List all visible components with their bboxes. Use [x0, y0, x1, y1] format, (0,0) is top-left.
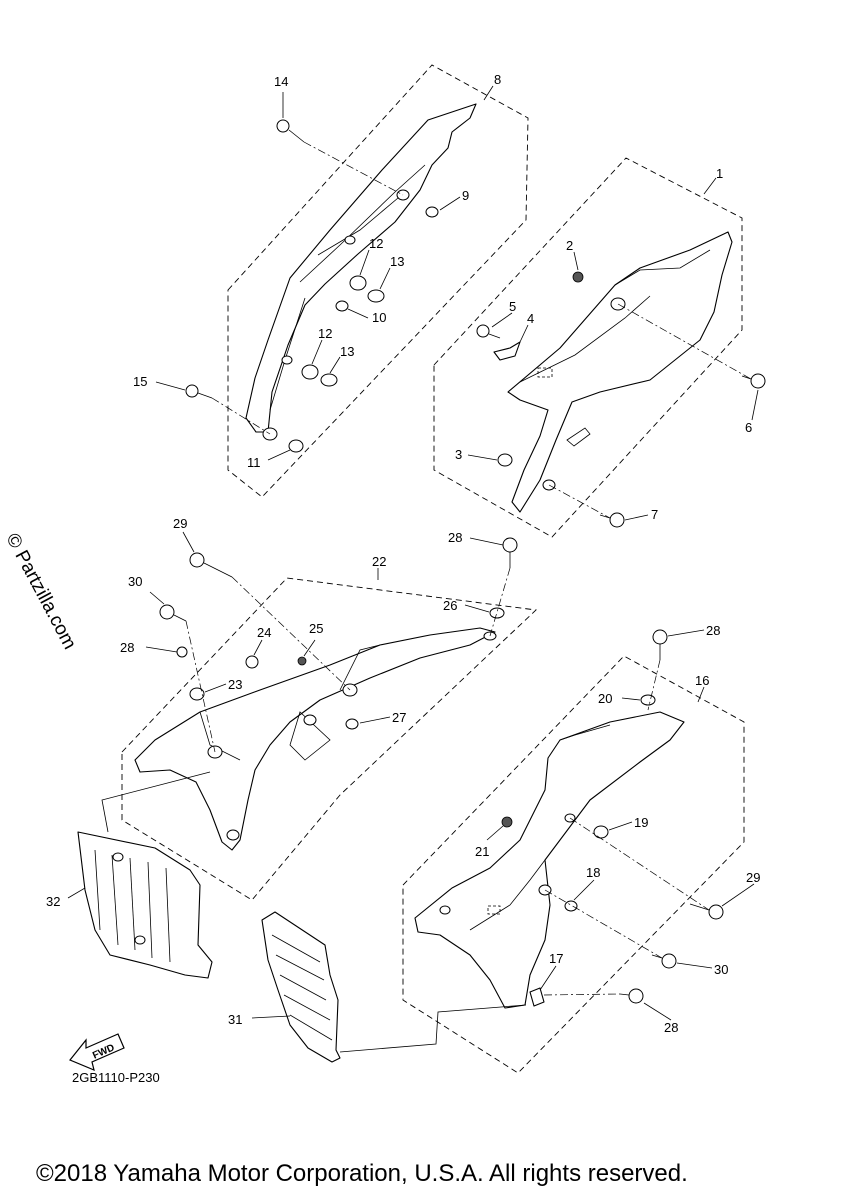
callout-1: 1 [716, 166, 723, 181]
group-box-16 [402, 655, 745, 1074]
callout-30-upper: 30 [128, 574, 142, 589]
connector-32 [101, 771, 211, 833]
callout-30-lower: 30 [714, 962, 728, 977]
radiator-louver-31 [261, 911, 341, 1063]
callout-29-upper: 29 [173, 516, 187, 531]
side-cover-lower-16 [414, 711, 685, 1009]
group-box-1 [433, 157, 743, 538]
callout-27: 27 [392, 710, 406, 725]
callout-leaders [67, 85, 759, 1021]
callout-26: 26 [443, 598, 457, 613]
callout-28-bottom: 28 [664, 1020, 678, 1035]
callout-22: 22 [372, 554, 386, 569]
callout-4: 4 [527, 311, 534, 326]
callout-16: 16 [695, 673, 709, 688]
callout-17: 17 [549, 951, 563, 966]
group-box-22 [121, 577, 538, 901]
callout-9: 9 [462, 188, 469, 203]
radiator-louver-32 [77, 831, 213, 979]
callout-14: 14 [274, 74, 288, 89]
callout-13-upper: 13 [390, 254, 404, 269]
callout-5: 5 [509, 299, 516, 314]
connector-31 [339, 1004, 527, 1053]
callout-2: 2 [566, 238, 573, 253]
callout-24: 24 [257, 625, 271, 640]
cover-22 [134, 627, 497, 851]
callout-28-right: 28 [706, 623, 720, 638]
callout-23: 23 [228, 677, 242, 692]
hardware [159, 119, 766, 1007]
callout-18: 18 [586, 865, 600, 880]
group-box-8 [227, 64, 529, 498]
copyright-notice: ©2018 Yamaha Motor Corporation, U.S.A. A… [36, 1160, 688, 1187]
callout-12-lower: 12 [318, 326, 332, 341]
callout-3: 3 [455, 447, 462, 462]
fwd-arrow-icon: FWD [69, 1033, 125, 1072]
callout-11: 11 [247, 455, 261, 470]
shroud-1 [507, 231, 733, 513]
callout-8: 8 [494, 72, 501, 87]
callout-25: 25 [309, 621, 323, 636]
callout-19: 19 [634, 815, 648, 830]
callout-28-left: 28 [120, 640, 134, 655]
callout-12-upper: 12 [369, 236, 383, 251]
callout-21: 21 [475, 844, 489, 859]
callout-31: 31 [228, 1012, 242, 1027]
callout-32: 32 [46, 894, 60, 909]
diagram-code: 2GB1110-P230 [72, 1070, 160, 1085]
callout-13-lower: 13 [340, 344, 354, 359]
callout-29-lower: 29 [746, 870, 760, 885]
alignment-lines [185, 141, 752, 996]
callout-labels: 14 8 9 12 13 10 12 13 15 11 1 2 5 4 6 3 … [46, 72, 760, 1035]
callout-15: 15 [133, 374, 147, 389]
callout-10: 10 [372, 310, 386, 325]
callout-20: 20 [598, 691, 612, 706]
callout-6: 6 [745, 420, 752, 435]
callout-28-top: 28 [448, 530, 462, 545]
callout-7: 7 [651, 507, 658, 522]
